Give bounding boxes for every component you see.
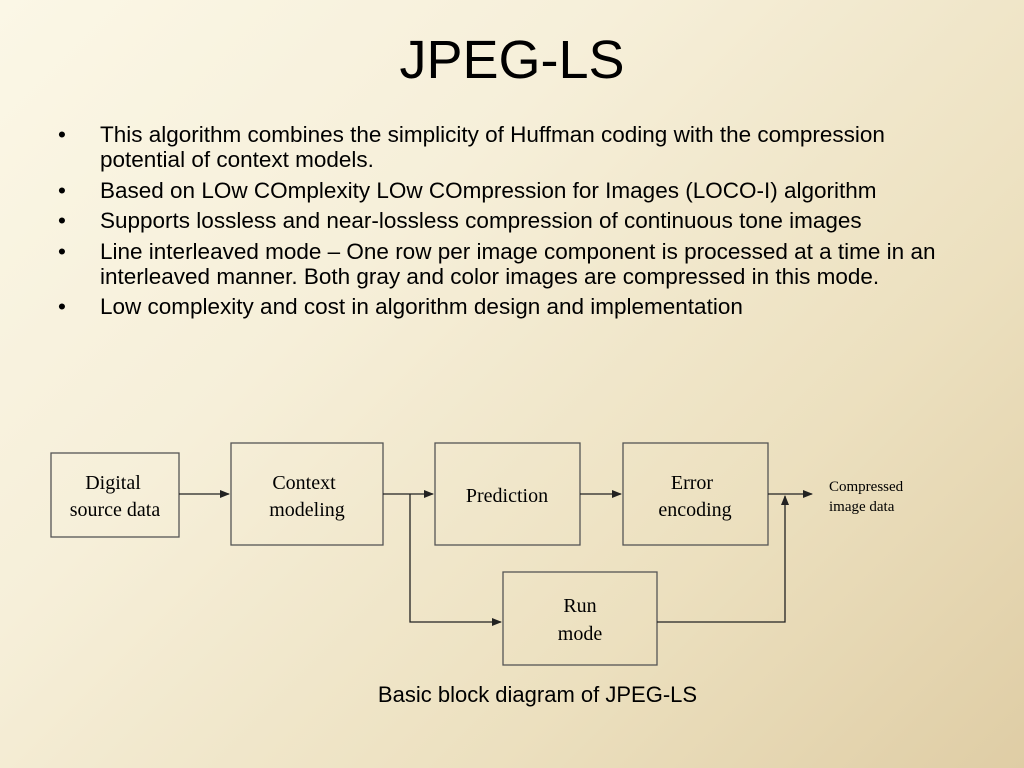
- bullet-dot: •: [58, 294, 66, 319]
- slide-title: JPEG-LS: [399, 30, 625, 90]
- bullet-text: Based on LOw COmplexity LOw COmpression …: [100, 177, 877, 203]
- bullet-dot: •: [58, 208, 66, 233]
- bullet-dot: •: [58, 177, 66, 203]
- bullet-item: • Low complexity and cost in algorithm de…: [58, 294, 973, 319]
- bullet-list: • This algorithm combines the simplicity …: [58, 122, 973, 325]
- run-label-line2: mode: [558, 623, 603, 645]
- output-label-line2: image data: [829, 499, 895, 515]
- error-label-line2: encoding: [658, 499, 731, 521]
- context-label-line2: modeling: [269, 499, 345, 521]
- prediction-label: Prediction: [466, 485, 548, 507]
- diagram-caption: Basic block diagram of JPEG-LS: [377, 682, 698, 707]
- digital-source-box: [50, 452, 180, 538]
- digital-label-line1: Digital: [85, 472, 141, 494]
- error-encoding-box: [622, 442, 769, 546]
- bullet-item: • Based on LOw COmplexity LOw COmpression…: [58, 178, 973, 203]
- bullet-item: • This algorithm combines the simplicity …: [58, 122, 973, 172]
- output-label-line1: Compressed: [829, 479, 904, 495]
- bullet-dot: •: [58, 238, 66, 264]
- digital-label-line2: source data: [70, 499, 161, 521]
- error-label-line1: Error: [671, 472, 714, 494]
- bullet-item: • Supports lossless and near-lossless com…: [58, 208, 973, 233]
- bullet-dot: •: [58, 122, 66, 147]
- bullet-text: Supports lossless and near-lossless comp…: [100, 208, 862, 233]
- arrow-context-to-run: [409, 494, 502, 626]
- context-modeling-box: [230, 442, 384, 546]
- arrow-run-to-output: [657, 495, 789, 623]
- bullet-text: This algorithm combines the simplicity o…: [100, 122, 885, 172]
- run-mode-box: [502, 571, 658, 666]
- run-label-line1: Run: [563, 595, 596, 617]
- bullet-text: Line interleaved mode – One row per imag…: [100, 238, 936, 289]
- bullet-item: • Line interleaved mode – One row per ima…: [58, 239, 973, 289]
- bullet-text: Low complexity and cost in algorithm des…: [100, 294, 743, 319]
- context-label-line1: Context: [272, 472, 336, 494]
